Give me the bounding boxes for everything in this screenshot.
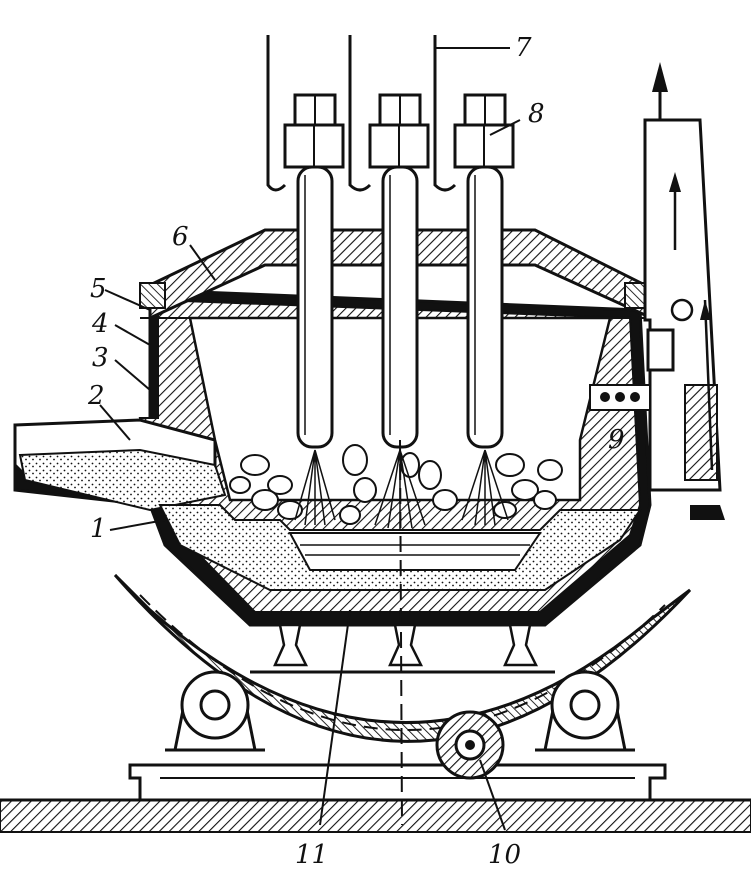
scrap-charge [229,444,563,525]
electrode-center [368,93,430,449]
label-10: 10 [488,840,521,870]
tilt-drive-gear [435,710,505,780]
base-frame [128,763,667,802]
label-1: 1 [90,514,107,544]
leader-lines [99,119,521,831]
left-roller-support [165,670,265,752]
label-5: 5 [90,274,107,304]
tap-spout [13,418,227,512]
rocker-cradle [113,573,692,743]
electrode-right [453,93,515,449]
label-9: 9 [608,425,625,455]
label-4: 4 [91,309,109,339]
electrode-left [283,93,345,449]
label-8: 8 [528,99,545,129]
label-7: 7 [515,33,532,63]
label-11: 11 [295,840,328,870]
exhaust-duct [589,62,725,520]
current-leads [266,35,510,192]
label-6: 6 [172,222,189,252]
hearth-supports [250,623,555,674]
label-3: 3 [92,343,109,373]
electric-arcs [294,449,509,530]
center-axis-line [399,439,403,826]
label-2: 2 [87,381,105,411]
right-roller-support [535,670,635,752]
ground-floor [0,798,751,833]
